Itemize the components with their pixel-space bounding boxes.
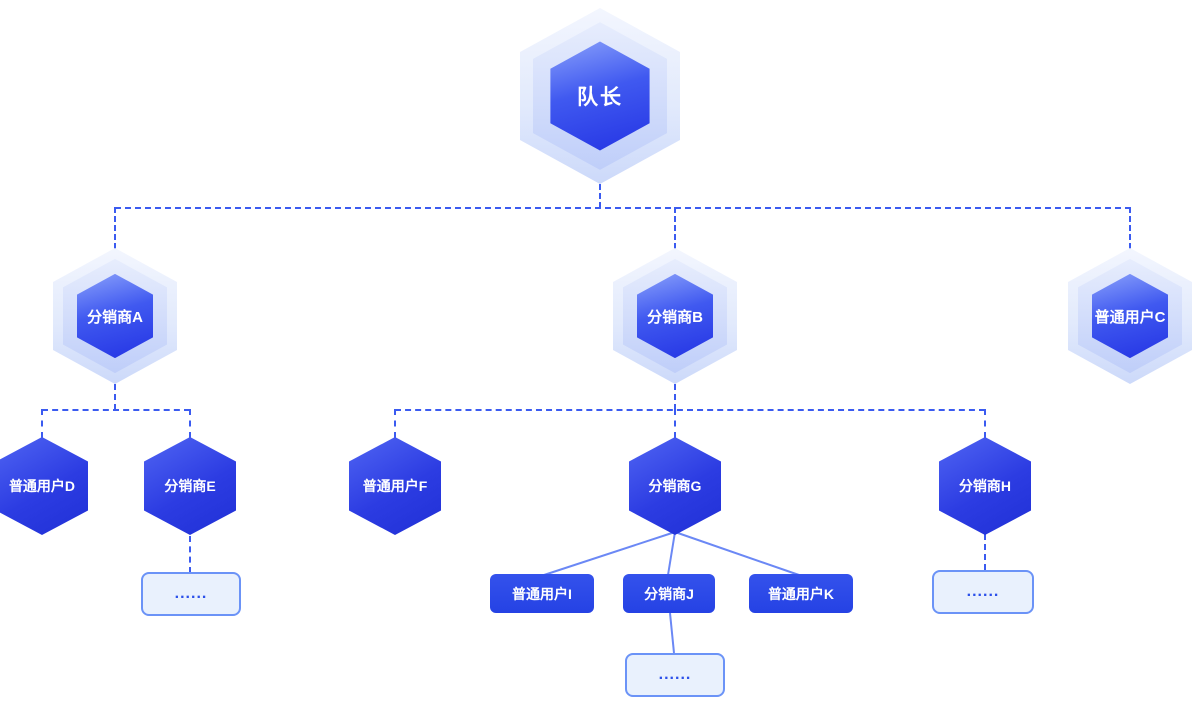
connector-user-f-drop bbox=[394, 409, 396, 438]
connector-j-ellipsis bbox=[669, 612, 675, 654]
connector-user-c-drop bbox=[1129, 207, 1131, 249]
node-user-f-label: 普通用户F bbox=[362, 478, 428, 494]
ellipsis-box-under-h: ...... bbox=[932, 570, 1034, 614]
node-user-c: 普通用户C bbox=[1068, 248, 1192, 384]
hexagon-core bbox=[76, 273, 154, 359]
connector-a-rail bbox=[42, 409, 190, 411]
connector-e-ellipsis bbox=[189, 536, 191, 573]
node-distributor-j: 分销商J bbox=[623, 574, 715, 613]
node-distributor-a: 分销商A bbox=[53, 248, 177, 384]
ellipsis-label: ...... bbox=[658, 666, 692, 683]
node-user-c-label: 普通用户C bbox=[1094, 308, 1166, 326]
node-distributor-g-label: 分销商G bbox=[648, 478, 702, 494]
connector-b-stem bbox=[674, 384, 676, 410]
node-distributor-h: 分销商H bbox=[939, 437, 1031, 535]
node-distributor-b-label: 分销商B bbox=[647, 308, 703, 326]
hexagon-core bbox=[1091, 273, 1169, 359]
connector-captain-drop bbox=[599, 184, 601, 208]
connector-level2-rail bbox=[115, 207, 1131, 209]
node-distributor-b: 分销商B bbox=[613, 248, 737, 384]
ellipsis-box-under-e: ...... bbox=[141, 572, 241, 616]
node-distributor-g: 分销商G bbox=[629, 437, 721, 535]
connector-g-to-user-i bbox=[543, 531, 676, 576]
connector-distributor-g-drop bbox=[674, 409, 676, 438]
node-captain: 队长 bbox=[520, 8, 680, 184]
node-user-d: 普通用户D bbox=[0, 437, 88, 535]
connector-distributor-a-drop bbox=[114, 207, 116, 249]
connector-distributor-b-drop bbox=[674, 207, 676, 249]
node-distributor-a-label: 分销商A bbox=[87, 308, 143, 326]
connector-distributor-e-drop bbox=[189, 409, 191, 438]
ellipsis-label: ...... bbox=[966, 583, 1000, 600]
connector-b-rail bbox=[395, 409, 985, 411]
ellipsis-label: ...... bbox=[174, 585, 208, 602]
connector-a-stem bbox=[114, 384, 116, 410]
node-user-d-label: 普通用户D bbox=[8, 478, 76, 494]
connector-user-d-drop bbox=[41, 409, 43, 438]
node-user-i-label: 普通用户I bbox=[512, 585, 572, 602]
node-user-f: 普通用户F bbox=[349, 437, 441, 535]
connector-g-to-user-k bbox=[674, 531, 800, 576]
node-distributor-e: 分销商E bbox=[144, 437, 236, 535]
connector-g-to-distributor-j bbox=[667, 531, 676, 576]
connector-h-ellipsis bbox=[984, 534, 986, 570]
ellipsis-box-under-j: ...... bbox=[625, 653, 725, 697]
node-user-k-label: 普通用户K bbox=[767, 585, 835, 602]
node-distributor-h-label: 分销商H bbox=[958, 478, 1012, 494]
hexagon-core bbox=[636, 273, 714, 359]
node-user-i: 普通用户I bbox=[490, 574, 594, 613]
node-captain-label: 队长 bbox=[577, 86, 623, 109]
connector-distributor-h-drop bbox=[984, 409, 986, 438]
node-user-k: 普通用户K bbox=[749, 574, 853, 613]
node-distributor-j-label: 分销商J bbox=[644, 585, 694, 602]
node-distributor-e-label: 分销商E bbox=[164, 478, 216, 494]
